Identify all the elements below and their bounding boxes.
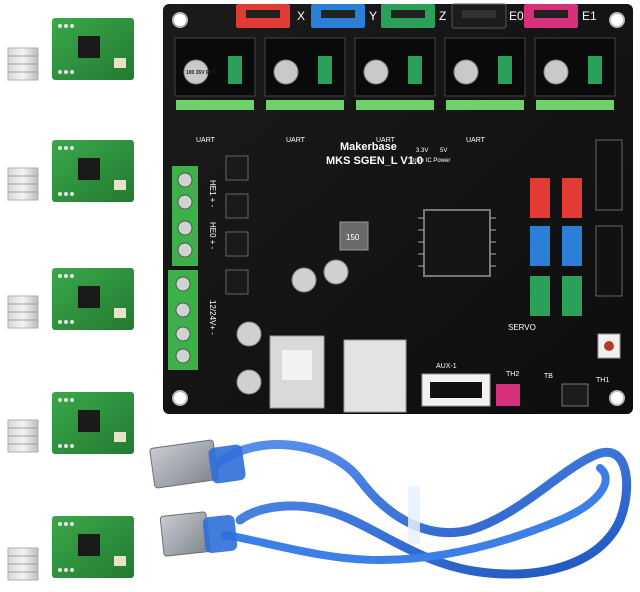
- board-brand: Makerbase: [340, 141, 397, 153]
- uart-label-2: UART: [286, 137, 306, 144]
- stepper-driver-1: [52, 18, 134, 80]
- heatsink-2: [7, 167, 39, 201]
- he1-label: HE1 + -: [208, 180, 217, 208]
- inductor: [339, 221, 369, 251]
- heatsink-4: [7, 419, 39, 453]
- usb-b-plug: [159, 511, 238, 557]
- axis-label-x: X: [297, 9, 305, 23]
- servo-label: SERVO: [508, 323, 536, 332]
- drive-ic-power-label: Drive IC Power: [410, 158, 450, 164]
- stepper-driver-3: [52, 268, 134, 330]
- motor-connectors: X Y Z E0 E1: [236, 3, 597, 29]
- he0-label: HE0 + -: [208, 222, 217, 250]
- axis-label-z: Z: [439, 9, 446, 23]
- uart-label-3: UART: [376, 137, 396, 144]
- inductor-label: 150: [346, 233, 360, 242]
- center-caps: [236, 259, 349, 395]
- tb-label: TB: [544, 373, 553, 380]
- th2-label: TH2: [506, 371, 519, 378]
- th2-connector: [496, 384, 520, 406]
- mcu-chip: [423, 209, 491, 277]
- stepper-driver-2: [52, 140, 134, 202]
- driver-set: [7, 18, 134, 581]
- board-model: MKS SGEN_L V1.0: [326, 155, 423, 167]
- heatsink-1: [7, 47, 39, 81]
- stepper-driver-5: [52, 516, 134, 578]
- power-label: 12/24V+ -: [208, 300, 217, 335]
- main-board: X Y Z E0 E1: [163, 3, 633, 414]
- axis-label-e0: E0: [509, 9, 524, 23]
- exp-headers: [595, 139, 623, 297]
- uart-label-1: UART: [196, 137, 216, 144]
- aux-label: AUX-1: [436, 363, 457, 370]
- heater-terminals: HE1 + - HE0 + - 12/24V+ -: [168, 166, 217, 370]
- th1-connector: [561, 383, 589, 407]
- mosfets: [225, 155, 249, 295]
- th1-label: TH1: [596, 377, 609, 384]
- cap-label: 100 35V RVT: [186, 70, 216, 76]
- heatsink-3: [7, 295, 39, 329]
- v33-label: 3.3V: [416, 148, 428, 154]
- v5-label: 5V: [440, 148, 447, 154]
- heatsink-5: [7, 547, 39, 581]
- usb-cable: [149, 439, 632, 579]
- driver-sockets: 100 35V RVT: [174, 37, 616, 110]
- uart-label-4: UART: [466, 137, 486, 144]
- mounting-holes: [172, 12, 625, 406]
- axis-label-e1: E1: [582, 9, 597, 23]
- usb-a-plug: [149, 439, 246, 489]
- endstop-connectors: [530, 178, 582, 316]
- axis-label-y: Y: [369, 9, 377, 23]
- sd-card-slot: [343, 339, 407, 413]
- cable-tie: [408, 486, 420, 544]
- stepper-driver-4: [52, 392, 134, 454]
